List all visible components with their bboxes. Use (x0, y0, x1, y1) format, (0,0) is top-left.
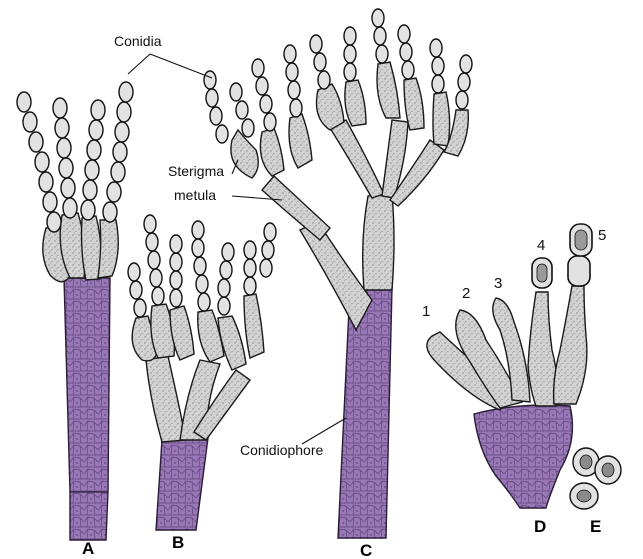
panel-letter-c: C (360, 541, 372, 559)
figure-b (128, 215, 276, 530)
stage-conidia-d (532, 224, 592, 288)
panel-letter-e: E (590, 517, 601, 536)
figure-c (204, 9, 472, 538)
free-conidium (595, 456, 621, 484)
conidia-chains-a (17, 82, 133, 232)
panel-letter-a: A (82, 539, 94, 558)
stage-label-5: 5 (598, 227, 606, 244)
figure-e-conidia (570, 448, 621, 509)
free-conidium (570, 483, 598, 509)
conidiophore-stalk-a (64, 278, 110, 540)
stage-label-3: 3 (494, 275, 502, 292)
metula-label: metula (174, 187, 216, 203)
conidia-label: Conidia (114, 33, 162, 49)
stage-5-phialide (554, 286, 587, 404)
figure-a (17, 82, 133, 540)
panel-letter-d: D (534, 517, 546, 536)
stage-label-2: 2 (462, 285, 470, 302)
phialides-d (427, 286, 587, 410)
metulae-c (262, 120, 444, 330)
conidiophore-stalk-c (338, 288, 392, 538)
stage-label-4: 4 (537, 237, 545, 254)
conidiophore-stalk-b (156, 435, 208, 530)
panel-letter-b: B (172, 533, 184, 552)
stage-5-conidium-lower (568, 256, 590, 286)
conidiophore-base-d (474, 405, 572, 508)
stage-label-1: 1 (422, 303, 430, 320)
sterigma-label: Sterigma (168, 163, 224, 179)
stage-4-phialide (528, 292, 557, 406)
figure-d (427, 224, 592, 508)
conidiophore-label: Conidiophore (240, 442, 323, 458)
